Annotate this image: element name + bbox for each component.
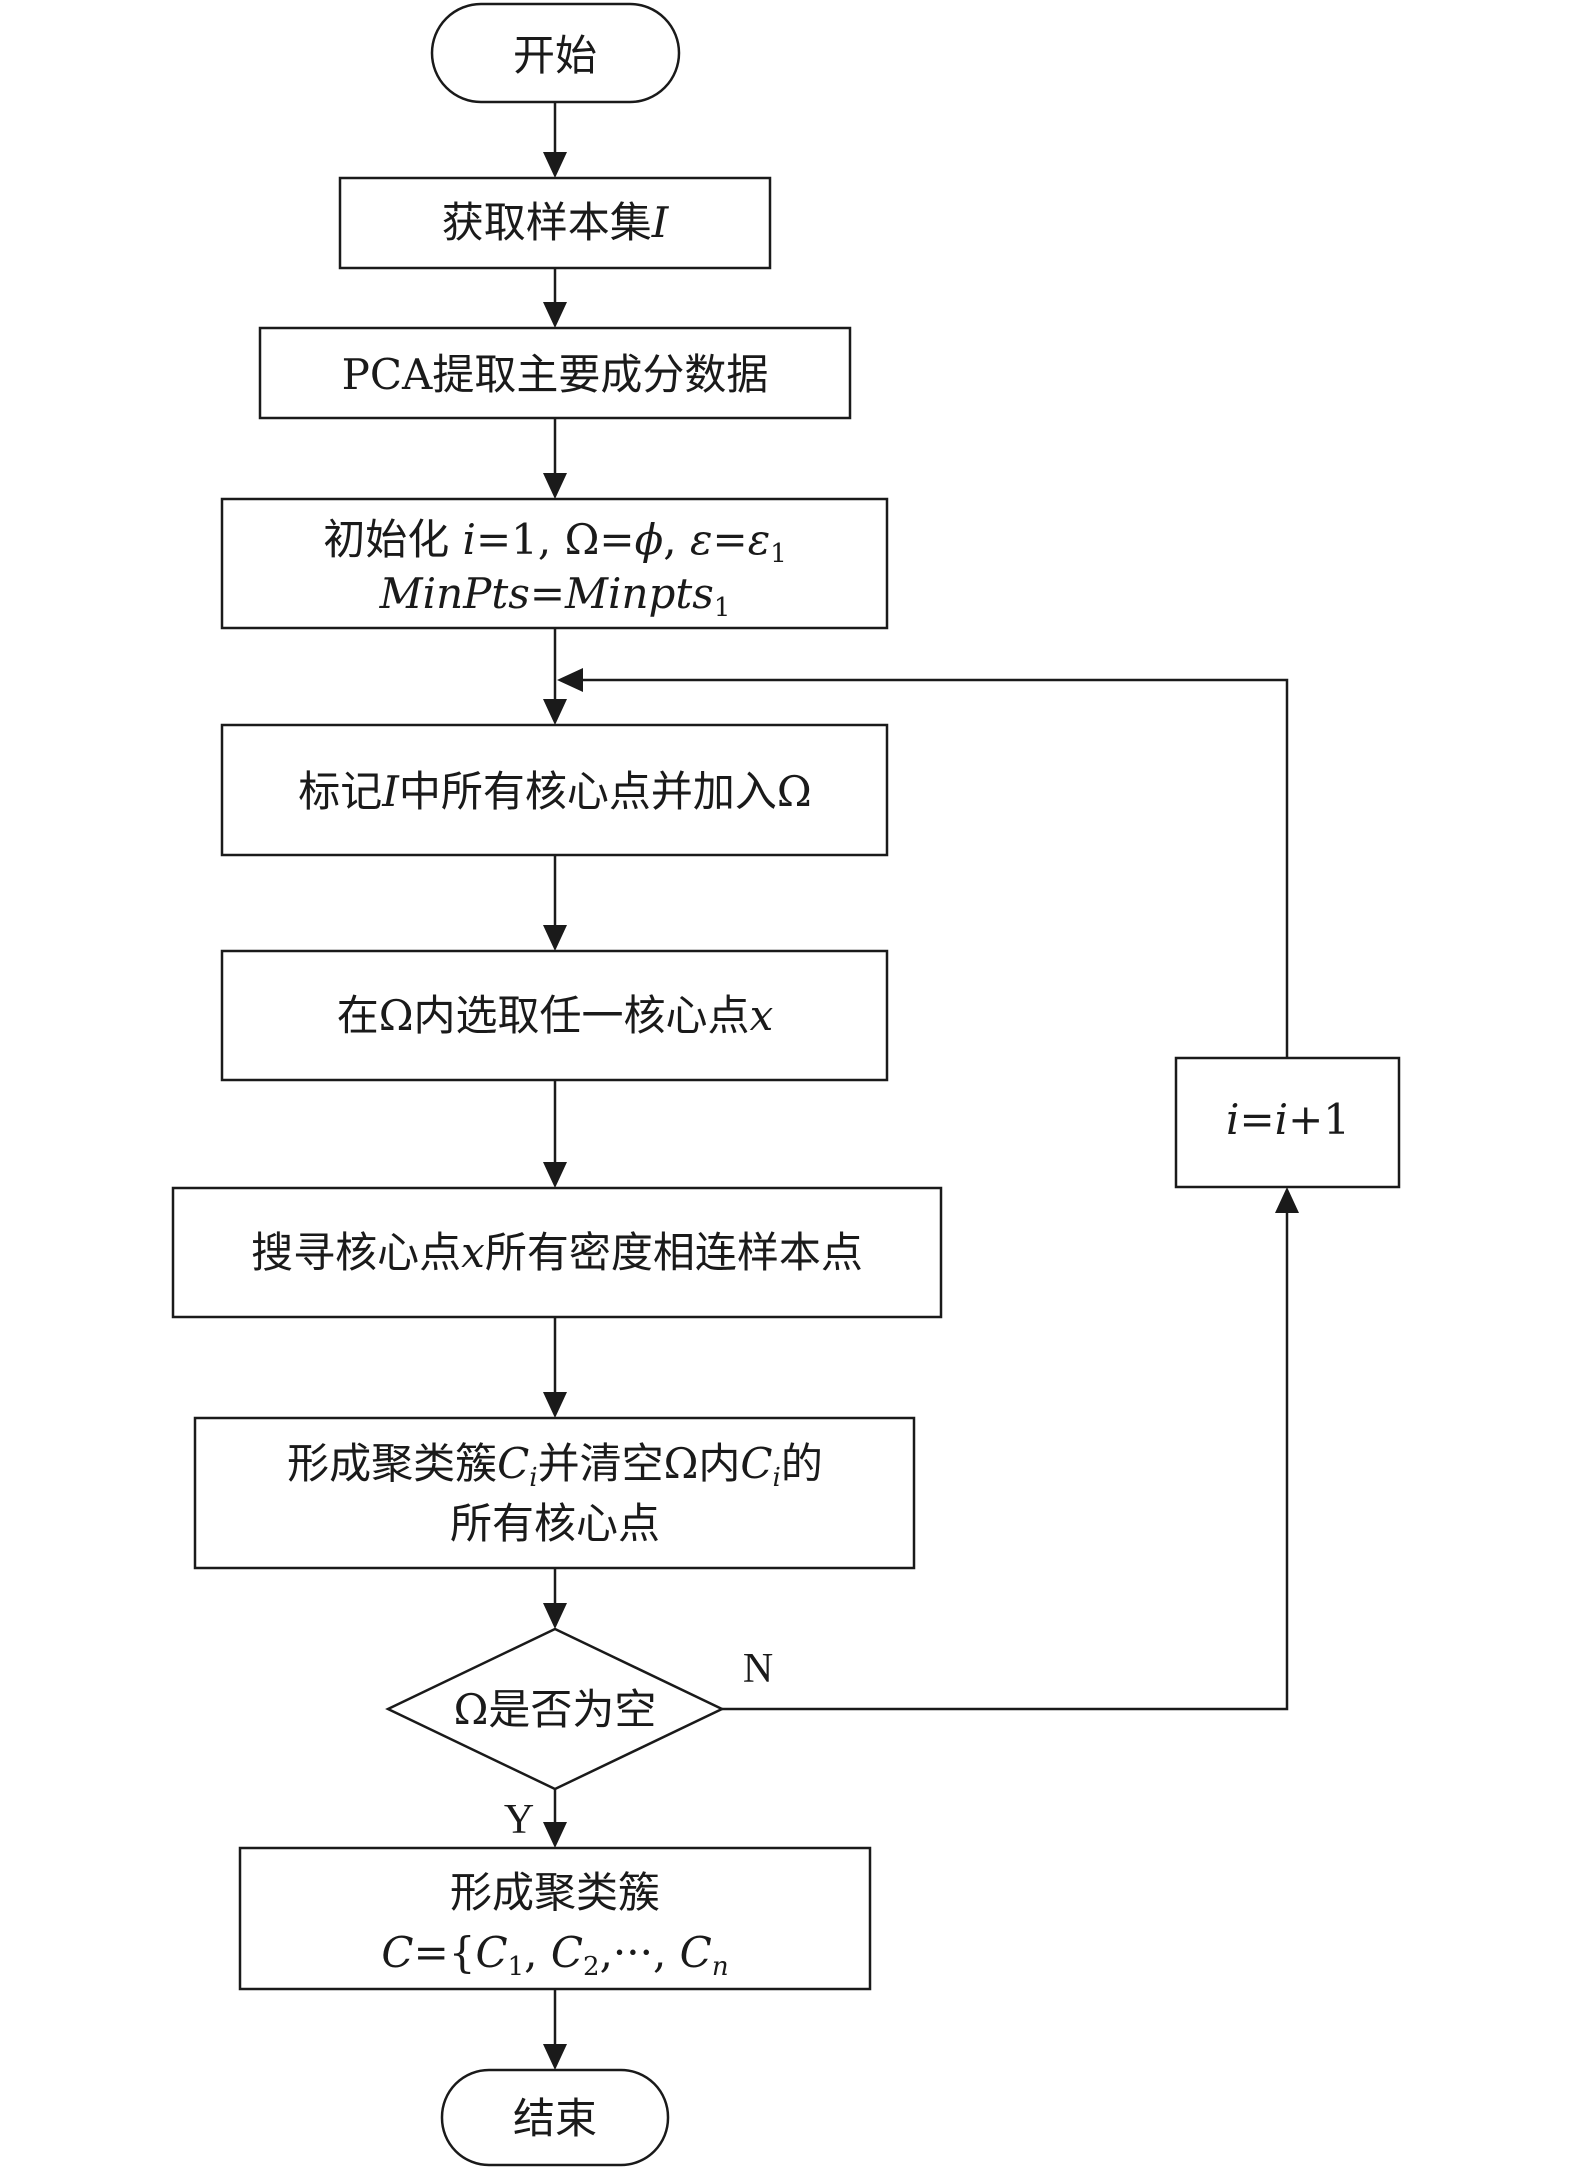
search-density-label: 搜寻核心点x所有密度相连样本点: [251, 1228, 863, 1277]
arrow-pca-to-init: [543, 418, 567, 499]
init-line2: MinPts=Minpts1: [379, 569, 731, 623]
form-cluster-line2: 所有核心点: [450, 1499, 660, 1548]
no-label: N: [743, 1646, 773, 1692]
increment-node: i=i+1: [1174, 1056, 1401, 1189]
init-node: 初始化 i=1, Ω=ϕ, ε=ε1 MinPts=Minpts1: [220, 497, 889, 630]
arrow-result-to-end: [543, 1989, 567, 2070]
form-cluster-node: 形成聚类簇Ci并清空Ω内Ci的 所有核心点: [193, 1416, 916, 1570]
empty-check-label: Ω是否为空: [454, 1685, 657, 1734]
end-label: 结束: [513, 2094, 597, 2143]
result-line2: C={C1, C2,···, Cn: [381, 1928, 728, 1982]
arrow-mark-to-select: [543, 855, 567, 951]
arrow-start-to-samples: [543, 102, 567, 178]
mark-core-points-node: 标记I中所有核心点并加入Ω: [220, 723, 889, 857]
pca-label: PCA提取主要成分数据: [342, 350, 769, 399]
form-cluster-line1: 形成聚类簇Ci并清空Ω内Ci的: [287, 1439, 823, 1493]
pca-node: PCA提取主要成分数据: [258, 326, 852, 420]
select-core-point-node: 在Ω内选取任一核心点x: [220, 949, 889, 1082]
result-clusters-node: 形成聚类簇 C={C1, C2,···, Cn: [238, 1846, 872, 1991]
arrow-samples-to-pca: [543, 268, 567, 328]
increment-label: i=i+1: [1226, 1095, 1350, 1144]
get-samples-label: 获取样本集I: [442, 198, 670, 247]
arrow-loop-back: [557, 668, 1289, 1058]
mark-core-points-label: 标记I中所有核心点并加入Ω: [298, 767, 811, 816]
search-density-node: 搜寻核心点x所有密度相连样本点: [171, 1186, 943, 1319]
get-samples-node: 获取样本集I: [338, 176, 772, 270]
start-node: 开始: [430, 2, 681, 104]
arrow-search-to-form: [543, 1317, 567, 1418]
yes-label: Y: [504, 1797, 534, 1843]
select-core-point-label: 在Ω内选取任一核心点x: [337, 991, 774, 1040]
arrow-init-to-mark: [543, 628, 567, 725]
arrow-yes-branch: [543, 1789, 567, 1848]
init-line1: 初始化 i=1, Ω=ϕ, ε=ε1: [323, 515, 787, 569]
arrow-no-branch: [722, 1187, 1299, 1711]
end-node: 结束: [440, 2068, 670, 2167]
start-label: 开始: [513, 31, 597, 80]
arrow-select-to-search: [543, 1080, 567, 1188]
arrow-form-to-decision: [543, 1568, 567, 1629]
empty-check-decision: Ω是否为空: [385, 1627, 725, 1791]
result-line1: 形成聚类簇: [450, 1868, 660, 1917]
